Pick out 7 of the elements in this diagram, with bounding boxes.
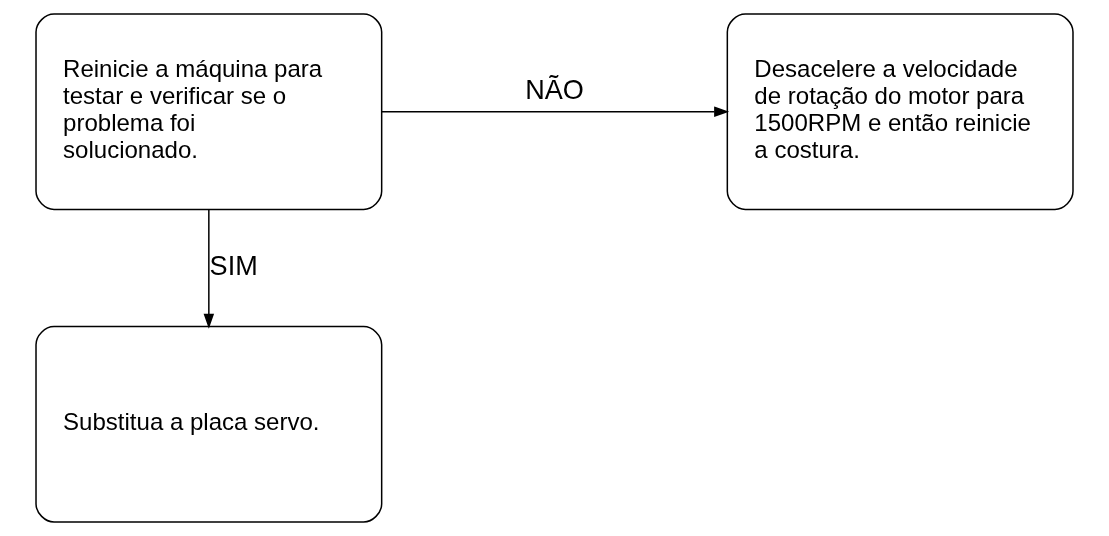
edge-label: SIM xyxy=(209,250,258,281)
node-box: Substitua a placa servo. xyxy=(35,325,383,523)
node-box: Reinicie a máquina para testar e verificar se o problema foi solucionado. xyxy=(35,13,383,211)
edge-label: NÃO xyxy=(525,74,584,105)
arrow xyxy=(203,208,215,329)
node-box: Desacelere a velocidade de rotação do motor para 1500RPM e então reinicie a costura. xyxy=(726,13,1074,211)
arrow xyxy=(381,106,730,117)
